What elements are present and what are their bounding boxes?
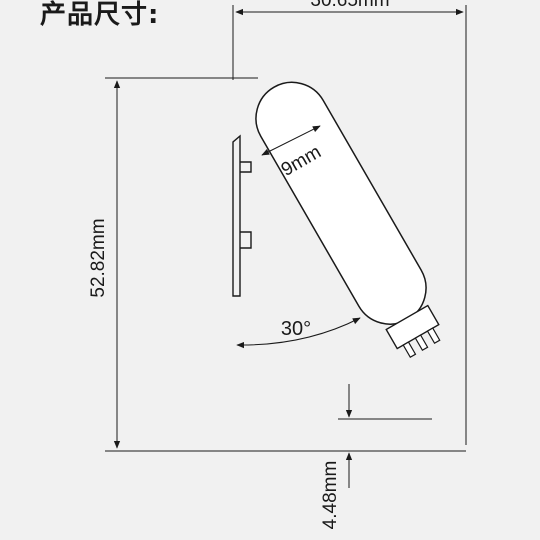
connector-pin-3 [426, 327, 441, 345]
angle-label: 30° [281, 318, 311, 340]
base-label: 4.48mm [320, 461, 341, 530]
width-dimension: 30.65mm [232, 0, 467, 445]
diameter-dim-line [261, 125, 321, 156]
angle-dimension: 30° [236, 317, 361, 349]
connector-pin-2 [414, 334, 429, 352]
base-dimension: 4.48mm [270, 384, 466, 529]
height-label: 52.82mm [88, 218, 109, 297]
width-label: 30.65mm [310, 0, 389, 11]
mount-bracket [232, 134, 252, 297]
angle-arc [236, 317, 361, 349]
connector-pin-1 [402, 341, 417, 359]
light-body [255, 81, 441, 359]
height-dimension: 52.82mm [88, 77, 270, 452]
diagram-title: 产品尺寸: [40, 0, 160, 30]
light-tube [255, 81, 427, 325]
